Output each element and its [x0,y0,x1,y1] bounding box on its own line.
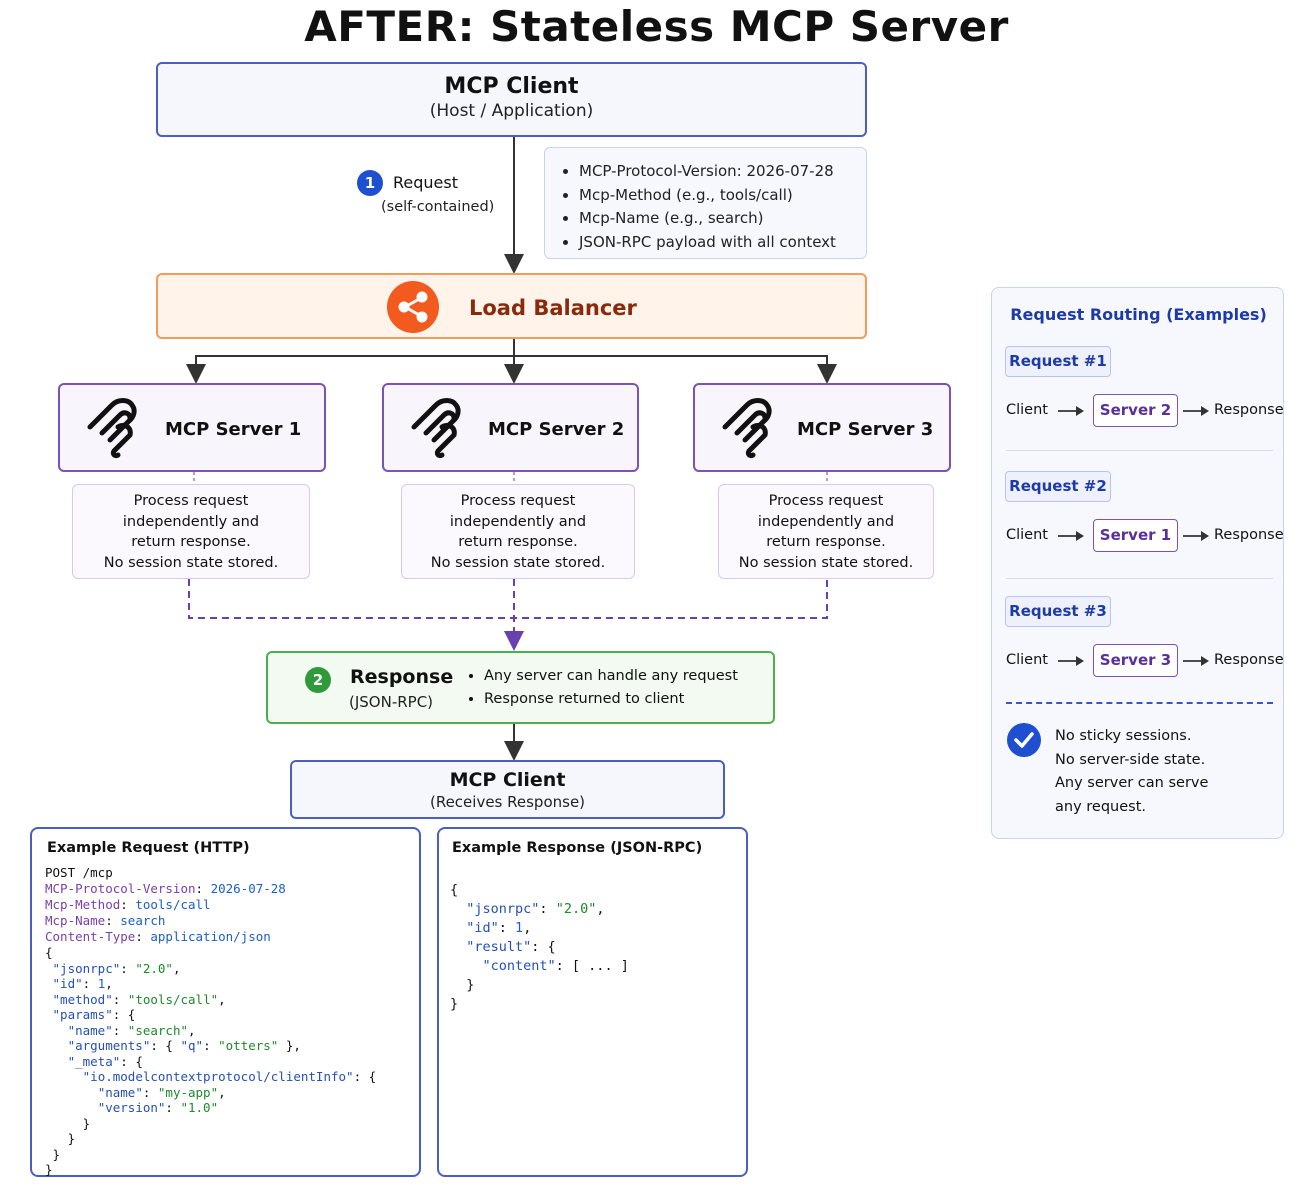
divider [1006,578,1273,579]
request-tag: Request #3 [1005,596,1111,627]
note-line: No sticky sessions. [1055,728,1192,744]
client-title: MCP Client [449,769,566,791]
process-line: Process request [768,493,884,509]
header-line: MCP-Protocol-Version: 2026-07-28 [45,881,286,896]
header-line: Mcp-Name: search [45,913,166,928]
route-client: Client [1006,652,1048,668]
header-item: Mcp-Method (e.g., tools/call) [579,184,866,208]
mcp-logo-icon [87,398,137,459]
check-circle-icon [1007,723,1041,757]
process-box-1: Process request independently and return… [72,484,310,579]
request-json-body: { "jsonrpc": "2.0", "id": 1, "method": "… [45,945,377,1177]
route-response: Response [1214,402,1284,418]
route-server: Server 2 [1093,394,1178,427]
request-sublabel: (self-contained) [381,199,495,215]
mcp-logo-icon [411,398,461,459]
arrow-lb-to-server-3 [514,355,837,384]
header-item: MCP-Protocol-Version: 2026-07-28 [579,160,866,184]
server-name: MCP Server 1 [165,419,302,440]
arrow-right-icon [1183,406,1209,416]
request-line: POST /mcp [45,865,113,880]
load-balancer: Load Balancer [156,273,867,339]
example-response-title: Example Response (JSON-RPC) [452,840,703,856]
example-response-box: Example Response (JSON-RPC) { "jsonrpc":… [437,827,748,1177]
process-line: independently and [449,513,587,530]
arrow-lb-to-server-1 [186,355,514,384]
response-box: 2 Response (JSON-RPC) Any server can han… [266,651,775,724]
arrow-right-icon [1183,531,1209,541]
mcp-server-3: MCP Server 3 [693,383,951,472]
response-label: Response [350,666,454,688]
process-line: No session state stored. [738,554,914,571]
request-tag: Request #1 [1005,346,1111,377]
mcp-logo-icon [722,398,772,459]
step-2-badge: 2 [305,667,331,693]
client-subtitle: (Host / Application) [429,101,594,121]
mcp-client-bottom: MCP Client (Receives Response) [290,760,725,819]
process-line: No session state stored. [430,554,606,571]
header-line: Mcp-Method: tools/call [45,897,211,912]
process-line: return response. [766,534,886,550]
route-client: Client [1006,402,1048,418]
client-title: MCP Client [444,74,579,99]
process-box-3: Process request independently and return… [718,484,934,579]
process-line: independently and [757,513,895,530]
note-line: any request. [1055,798,1146,815]
process-line: Process request [133,493,249,509]
mcp-server-1: MCP Server 1 [58,383,326,472]
server-name: MCP Server 3 [797,419,934,440]
dashed-merge-line [188,579,828,619]
arrow-right-icon [1183,656,1209,666]
step-1-badge: 1 [357,170,383,196]
arrow-right-icon [1058,406,1084,416]
share-icon [387,281,439,333]
process-box-2: Process request independently and return… [401,484,635,579]
example-request-box: Example Request (HTTP) POST /mcp MCP-Pro… [30,827,421,1177]
request-tag: Request #2 [1005,471,1111,502]
mcp-client-top: MCP Client (Host / Application) [156,62,867,137]
route-response: Response [1214,652,1284,668]
response-bullets: Any server can handle any request Respon… [462,657,738,711]
route-server: Server 1 [1093,519,1178,552]
arrow-right-icon [1058,656,1084,666]
header-item: JSON-RPC payload with all context [579,231,866,255]
client-subtitle: (Receives Response) [429,793,586,811]
routing-note: No sticky sessions. No server-side state… [1055,725,1208,819]
routing-title: Request Routing (Examples) [1010,305,1267,324]
server-name: MCP Server 2 [488,419,625,440]
process-line: return response. [458,534,578,550]
header-line: Content-Type: application/json [45,929,271,944]
route-server: Server 3 [1093,644,1178,677]
request-headers-box: MCP-Protocol-Version: 2026-07-28 Mcp-Met… [544,147,867,259]
page-title: AFTER: Stateless MCP Server [304,2,1009,51]
route-response: Response [1214,527,1284,543]
process-line: No session state stored. [103,554,279,571]
request-label: Request [393,173,458,192]
response-json-body: { "jsonrpc": "2.0", "id": 1, "result": {… [450,882,629,1012]
dashed-divider [1006,702,1273,704]
response-bullet: Any server can handle any request [484,665,738,688]
process-line: Process request [460,493,576,509]
arrow-right-icon [1058,531,1084,541]
example-request-title: Example Request (HTTP) [47,840,250,856]
process-line: independently and [122,513,260,530]
routing-panel: Request Routing (Examples) Request #1 Cl… [991,287,1284,839]
lb-label: Load Balancer [469,296,637,320]
route-client: Client [1006,527,1048,543]
response-bullet: Response returned to client [484,688,738,711]
divider [1006,450,1273,451]
note-line: Any server can serve [1055,775,1209,791]
response-sublabel: (JSON-RPC) [349,693,434,711]
header-item: Mcp-Name (e.g., search) [579,207,866,231]
note-line: No server-side state. [1055,751,1206,768]
mcp-server-2: MCP Server 2 [382,383,639,472]
process-line: return response. [131,534,251,550]
